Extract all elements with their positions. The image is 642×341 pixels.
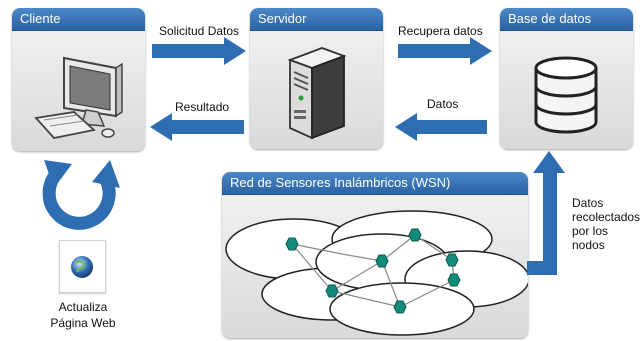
data-label: Datos: [427, 97, 459, 111]
sensor-node-icon: [393, 300, 407, 314]
client-panel: Cliente: [12, 8, 145, 151]
refresh-caption-line: Página Web: [50, 316, 116, 330]
globe-icon: [71, 256, 93, 278]
sensor-node-icon: [285, 237, 299, 251]
request-arrow: [152, 37, 246, 65]
database-icon: [534, 56, 598, 134]
wsn-title: Red de Sensores Inalámbricos (WSN): [222, 172, 528, 195]
fetch-arrow: [398, 37, 492, 65]
server-icon: [287, 47, 347, 140]
fetch-label: Recupera datos: [398, 24, 483, 38]
collected-note-line: nodos: [572, 238, 605, 252]
result-label: Resultado: [175, 100, 230, 114]
sensor-node-icon: [375, 254, 389, 268]
data-arrow: [395, 113, 487, 141]
server-title: Servidor: [250, 8, 383, 31]
refresh-caption-line: Actualiza: [58, 300, 108, 314]
refresh-caption: Actualiza Página Web: [28, 299, 138, 331]
database-panel: Base de datos: [500, 8, 633, 149]
sensor-node-icon: [445, 253, 459, 267]
sensor-node-icon: [447, 273, 461, 287]
collected-note: Datos recolectados por los nodos: [572, 196, 640, 252]
wsn-panel: Red de Sensores Inalámbricos (WSN): [222, 172, 528, 338]
database-title: Base de datos: [500, 8, 633, 31]
sensor-network: [225, 210, 528, 336]
server-panel: Servidor: [250, 8, 383, 149]
computer-icon: [34, 56, 123, 139]
client-title: Cliente: [12, 8, 145, 31]
collected-data-arrow: [527, 151, 565, 275]
request-label: Solicitud Datos: [159, 24, 240, 38]
refresh-icon: [42, 160, 120, 230]
result-arrow: [150, 113, 244, 141]
collected-note-line: Datos: [572, 196, 604, 210]
sensor-node-icon: [325, 284, 339, 298]
collected-note-line: recolectados: [572, 210, 641, 224]
web-page-icon: [59, 240, 106, 293]
collected-note-line: por los: [572, 224, 609, 238]
sensor-node-icon: [408, 228, 422, 242]
